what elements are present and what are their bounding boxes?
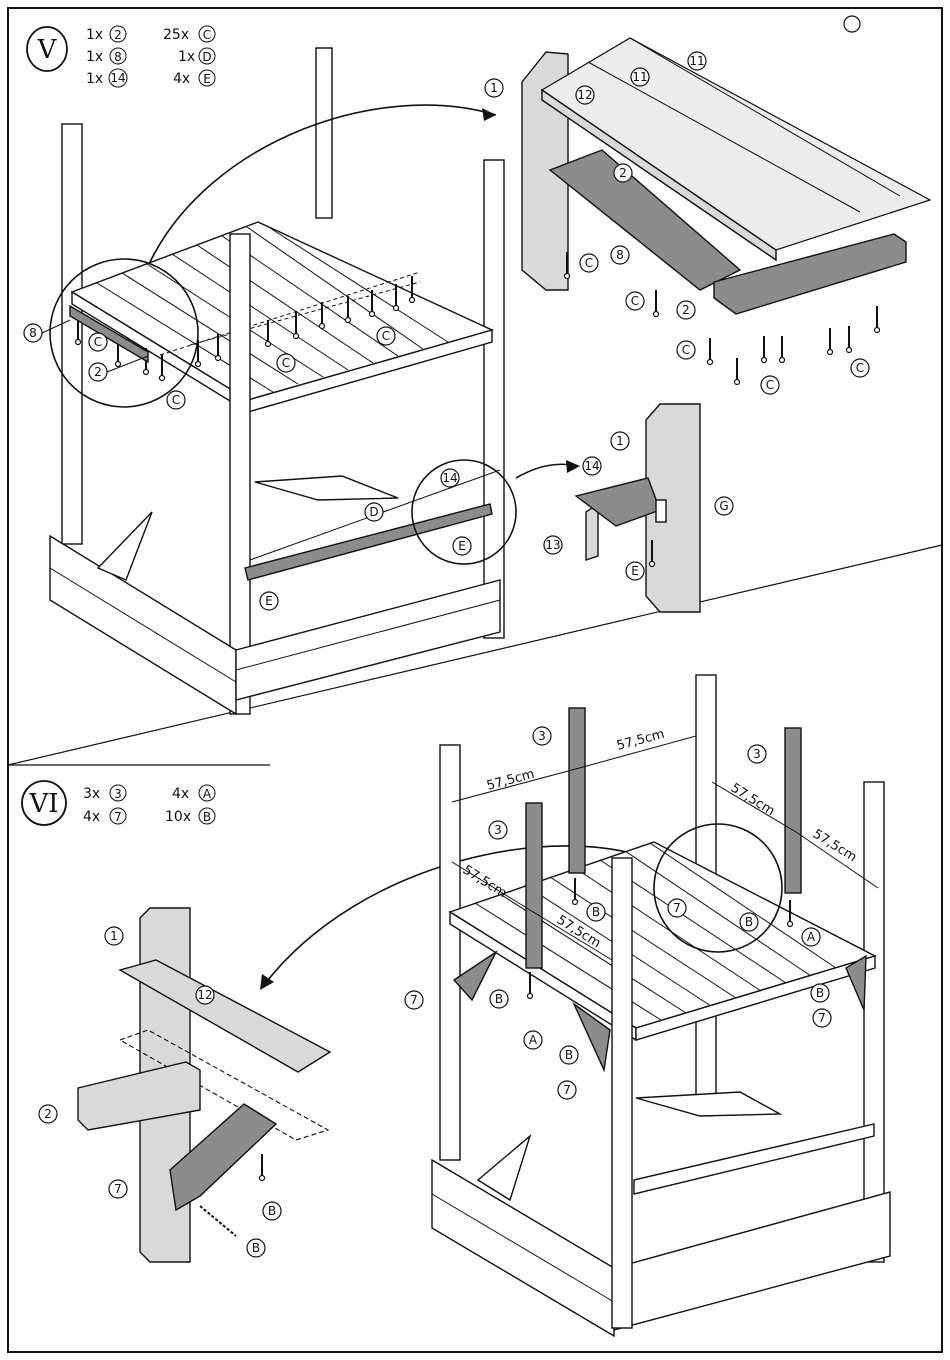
part-id: C (203, 28, 211, 42)
callout-label: 2 (94, 365, 102, 379)
callout-label: 7 (673, 901, 681, 915)
part-qty: 1x (86, 27, 103, 43)
post (484, 160, 504, 638)
callout-label: B (592, 905, 600, 919)
callout-label: 12 (197, 988, 212, 1002)
callout-label: 7 (410, 993, 418, 1007)
callout-label: B (745, 915, 753, 929)
callout-label: E (631, 564, 639, 578)
callout-label: 11 (632, 70, 647, 84)
callout-label: 14 (442, 471, 457, 485)
callout-label: C (282, 356, 290, 370)
callout-label: E (265, 594, 273, 608)
callout-label: 1 (616, 434, 624, 448)
post (230, 234, 250, 714)
callout-label: 1 (110, 929, 118, 943)
callout-label: 2 (682, 303, 690, 317)
post-3 (526, 803, 542, 968)
part-qty: 4x (173, 71, 190, 87)
callout-label: 7 (563, 1083, 571, 1097)
part-qty: 4x (172, 786, 189, 802)
part-id: D (202, 50, 211, 64)
callout-label: C (682, 343, 690, 357)
callout-label: 7 (114, 1182, 122, 1196)
callout-label: 8 (616, 248, 624, 262)
callout-label: B (565, 1048, 573, 1062)
callout-label: B (495, 992, 503, 1006)
callout-label: C (856, 361, 864, 375)
callout-label: A (807, 930, 816, 944)
bracket-g (656, 500, 666, 522)
callout-label: B (268, 1204, 276, 1218)
callout-label: B (816, 986, 824, 1000)
callout-label: 3 (753, 747, 761, 761)
post-3 (785, 728, 801, 893)
part-qty: 1x (86, 49, 103, 65)
callout-label: C (94, 335, 102, 349)
callout-label: D (369, 505, 378, 519)
callout-label: 2 (619, 166, 627, 180)
callout-label: A (529, 1033, 538, 1047)
callout-label: B (252, 1241, 260, 1255)
part-id: 3 (114, 787, 122, 801)
part-qty: 10x (165, 809, 191, 825)
part-id: 2 (114, 28, 122, 42)
part-qty: 4x (83, 809, 100, 825)
post-3 (569, 708, 585, 873)
block-13 (586, 504, 598, 560)
part-id: 8 (114, 50, 122, 64)
callout-label: 1 (490, 81, 498, 95)
callout-label: 14 (584, 459, 599, 473)
callout-label: 12 (577, 88, 592, 102)
part-id: B (203, 810, 211, 824)
part-id: 7 (114, 810, 122, 824)
callout-label: 2 (44, 1107, 52, 1121)
post (316, 48, 332, 218)
part-qty: 25x (163, 27, 189, 43)
part-id: E (203, 72, 211, 86)
callout-label: 8 (29, 326, 37, 340)
callout-label: C (766, 378, 774, 392)
part-qty: 1x (86, 71, 103, 87)
part-id: A (203, 787, 212, 801)
callout-label: 3 (538, 729, 546, 743)
part-qty: 3x (83, 786, 100, 802)
post (612, 858, 632, 1328)
part-id: 14 (110, 71, 125, 85)
callout-label: 13 (545, 538, 560, 552)
callout-label: 3 (494, 823, 502, 837)
post (864, 782, 884, 1262)
callout-label: C (172, 393, 180, 407)
callout-label: E (458, 539, 466, 553)
callout-label: G (719, 499, 728, 513)
callout-label: C (585, 256, 593, 270)
callout-label: C (631, 294, 639, 308)
page-corner-mark (844, 16, 860, 32)
post (440, 745, 460, 1160)
callout-label: 11 (689, 54, 704, 68)
callout-label: 7 (818, 1011, 826, 1025)
step-number: V (37, 35, 58, 65)
part-qty: 1x (178, 49, 195, 65)
step-number: VI (28, 789, 58, 819)
callout-label: C (382, 329, 390, 343)
